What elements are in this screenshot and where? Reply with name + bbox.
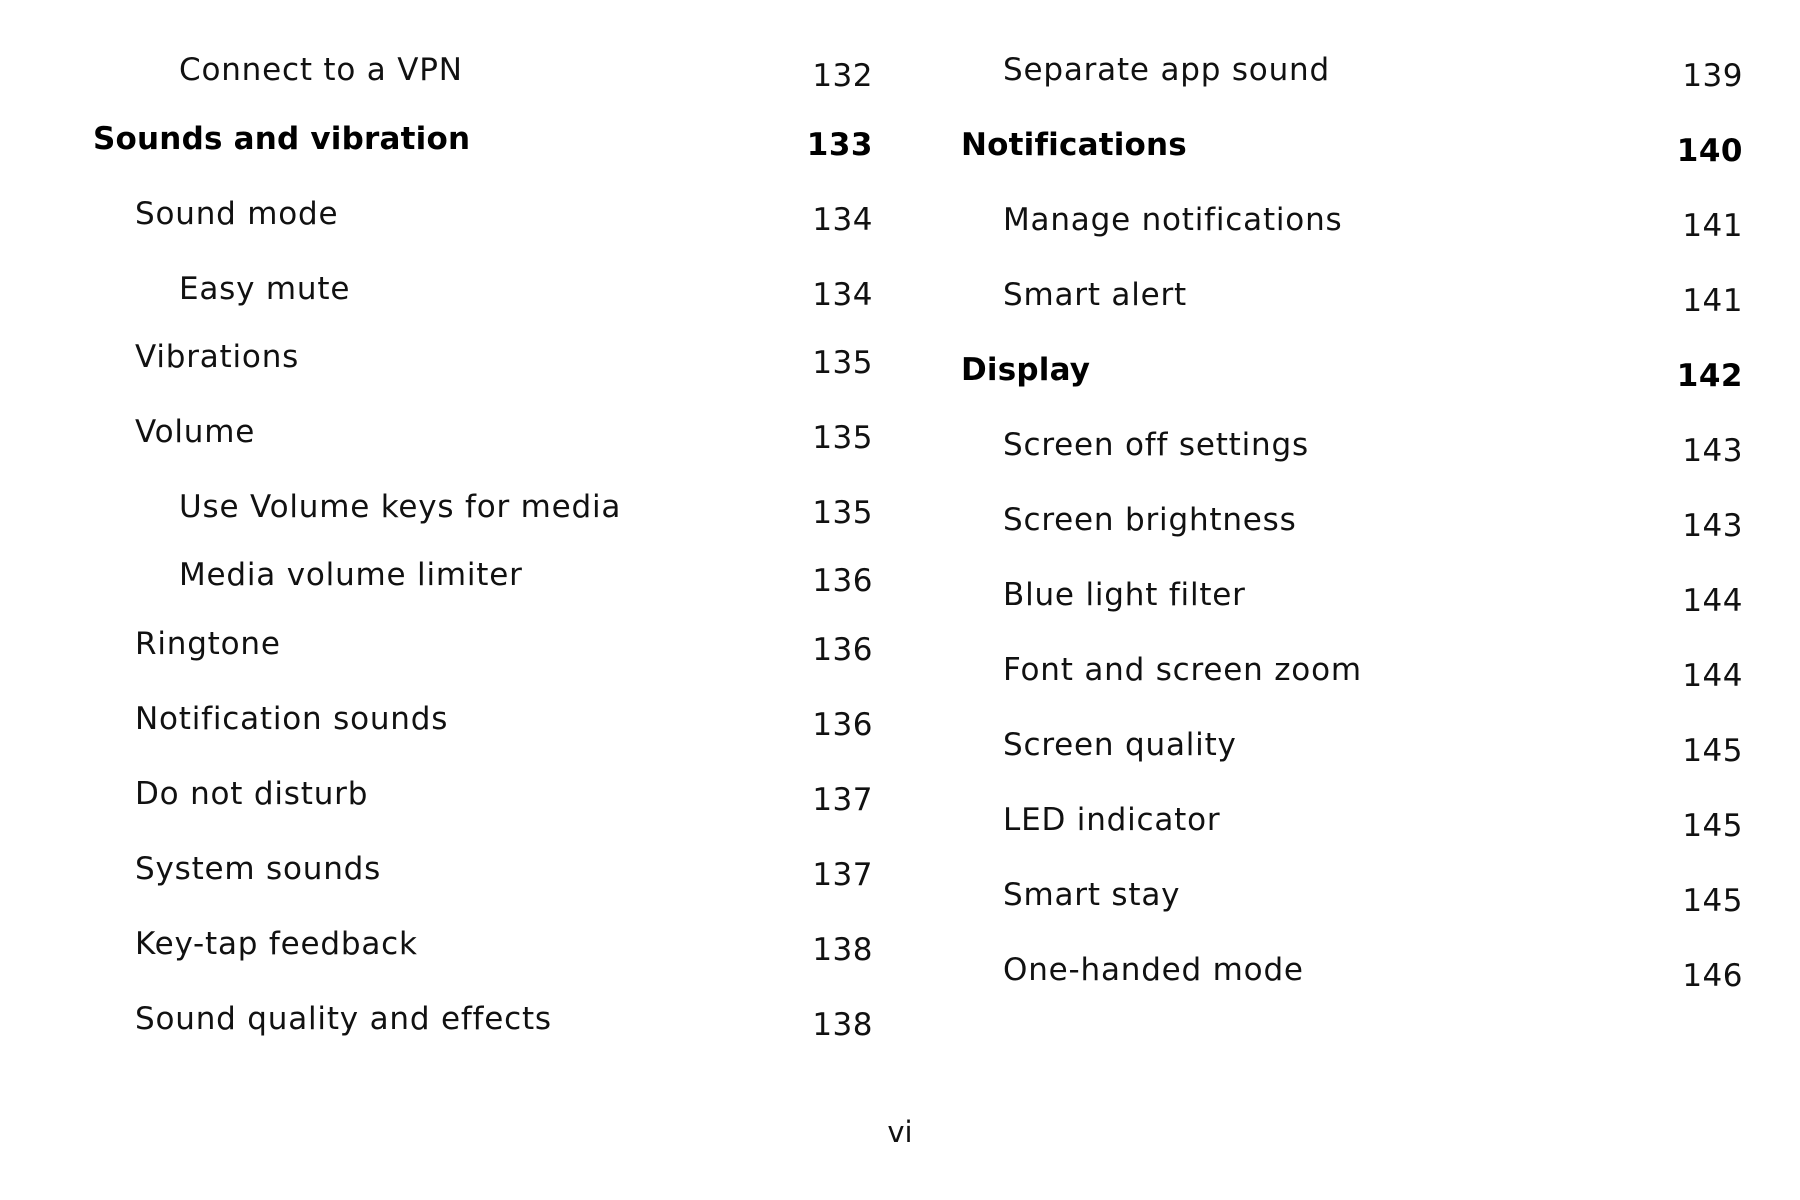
toc-entry[interactable]: Blue light filter 144: [961, 569, 1743, 621]
toc-entry-page-number: 145: [1682, 733, 1743, 769]
toc-entry-page-number: 145: [1682, 883, 1743, 919]
toc-entry-title: Do not disturb: [135, 776, 369, 812]
toc-entry-page-number: 138: [812, 1007, 873, 1043]
toc-entry[interactable]: Sound quality and effects 138: [93, 993, 873, 1045]
toc-entry-page-number: 144: [1682, 658, 1743, 694]
toc-entry-title: Screen brightness: [1003, 502, 1297, 538]
toc-entry[interactable]: Separate app sound 139: [961, 44, 1743, 96]
toc-entry-title: Separate app sound: [1003, 52, 1330, 88]
toc-entry-page-number: 143: [1682, 508, 1743, 544]
toc-section-heading[interactable]: Notifications 140: [961, 119, 1743, 171]
toc-entry-page-number: 135: [812, 495, 873, 531]
toc-entry-page-number: 141: [1682, 208, 1743, 244]
toc-entry-title: Easy mute: [179, 271, 351, 307]
toc-entry-title: Screen off settings: [1003, 427, 1309, 463]
toc-entry[interactable]: Vibrations 135: [93, 331, 873, 383]
toc-entry-title: Sound quality and effects: [135, 1001, 552, 1037]
toc-entry[interactable]: Sound mode 134: [93, 188, 873, 240]
toc-entry-title: Screen quality: [1003, 727, 1237, 763]
toc-entry-page-number: 144: [1682, 583, 1743, 619]
toc-entry[interactable]: Ringtone 136: [93, 618, 873, 670]
toc-entry-page-number: 135: [812, 420, 873, 456]
toc-entry[interactable]: Key-tap feedback 138: [93, 918, 873, 970]
toc-entry-page-number: 137: [812, 782, 873, 818]
toc-entry-title: LED indicator: [1003, 802, 1221, 838]
toc-entry-page-number: 132: [812, 58, 873, 94]
toc-section-heading[interactable]: Sounds and vibration 133: [93, 113, 873, 165]
toc-entry-title: Font and screen zoom: [1003, 652, 1362, 688]
toc-entry-page-number: 145: [1682, 808, 1743, 844]
toc-entry-page-number: 137: [812, 857, 873, 893]
toc-entry-title: Sound mode: [135, 196, 339, 232]
toc-entry-page-number: 141: [1682, 283, 1743, 319]
toc-entry[interactable]: Do not disturb 137: [93, 768, 873, 820]
toc-entry-title: Blue light filter: [1003, 577, 1246, 613]
toc-entry[interactable]: Media volume limiter 136: [93, 549, 873, 601]
toc-entry[interactable]: Smart stay 145: [961, 869, 1743, 921]
toc-entry[interactable]: LED indicator 145: [961, 794, 1743, 846]
toc-entry-page-number: 133: [806, 127, 873, 163]
toc-entry[interactable]: Screen brightness 143: [961, 494, 1743, 546]
toc-entry-page-number: 140: [1676, 133, 1743, 169]
toc-entry-page-number: 134: [812, 277, 873, 313]
toc-entry-page-number: 138: [812, 932, 873, 968]
toc-entry[interactable]: Volume 135: [93, 406, 873, 458]
toc-entry-page-number: 142: [1676, 358, 1743, 394]
toc-entry-page-number: 136: [812, 563, 873, 599]
toc-entry-page-number: 136: [812, 632, 873, 668]
toc-section-heading[interactable]: Display 142: [961, 344, 1743, 396]
toc-entry-title: One-handed mode: [1003, 952, 1304, 988]
toc-entry-page-number: 135: [812, 345, 873, 381]
toc-entry-title: Smart alert: [1003, 277, 1188, 313]
toc-entry[interactable]: One-handed mode 146: [961, 944, 1743, 996]
toc-entry-title: Smart stay: [1003, 877, 1181, 913]
toc-entry-title: Sounds and vibration: [93, 121, 471, 157]
toc-entry-title: Manage notifications: [1003, 202, 1343, 238]
toc-entry-title: Notifications: [961, 127, 1187, 163]
page-number: vi: [887, 1115, 913, 1149]
toc-entry[interactable]: System sounds 137: [93, 843, 873, 895]
toc-entry-page-number: 146: [1682, 958, 1743, 994]
toc-entry-title: System sounds: [135, 851, 382, 887]
toc-entry-title: Display: [961, 352, 1091, 388]
toc-entry[interactable]: Easy mute 134: [93, 263, 873, 315]
toc-entry-title: Key-tap feedback: [135, 926, 418, 962]
toc-entry-title: Ringtone: [135, 626, 281, 662]
toc-entry-title: Use Volume keys for media: [179, 489, 622, 525]
toc-entry-title: Connect to a VPN: [179, 52, 463, 88]
toc-entry-title: Vibrations: [135, 339, 300, 375]
toc-entry[interactable]: Smart alert 141: [961, 269, 1743, 321]
toc-entry[interactable]: Connect to a VPN 132: [93, 44, 873, 96]
toc-entry-page-number: 143: [1682, 433, 1743, 469]
toc-entry-page-number: 136: [812, 707, 873, 743]
toc-entry-page-number: 139: [1682, 58, 1743, 94]
toc-entry[interactable]: Font and screen zoom 144: [961, 644, 1743, 696]
toc-entry-title: Notification sounds: [135, 701, 449, 737]
toc-entry[interactable]: Screen off settings 143: [961, 419, 1743, 471]
toc-entry[interactable]: Manage notifications 141: [961, 194, 1743, 246]
toc-entry-title: Media volume limiter: [179, 557, 523, 593]
toc-entry[interactable]: Notification sounds 136: [93, 693, 873, 745]
toc-entry[interactable]: Screen quality 145: [961, 719, 1743, 771]
toc-entry-page-number: 134: [812, 202, 873, 238]
toc-entry-title: Volume: [135, 414, 256, 450]
toc-entry[interactable]: Use Volume keys for media 135: [93, 481, 873, 533]
